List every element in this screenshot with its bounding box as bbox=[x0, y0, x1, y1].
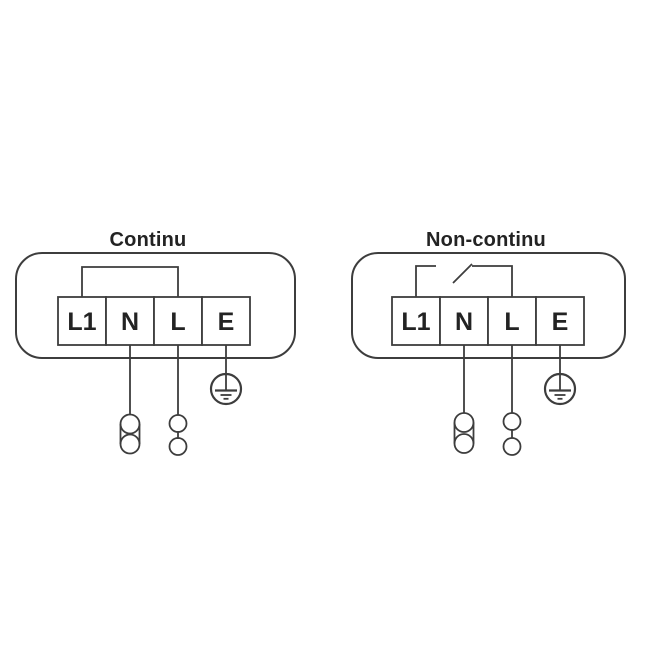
terminal-box-n bbox=[439, 296, 489, 346]
device-body-outline bbox=[351, 252, 626, 359]
terminal-label-n: N bbox=[455, 308, 473, 336]
terminal-label-e: E bbox=[552, 308, 569, 336]
live-connector-icon bbox=[168, 414, 188, 456]
neutral-connector-icon bbox=[453, 412, 475, 454]
live-connector-icon bbox=[502, 412, 522, 456]
device-body-outline bbox=[15, 252, 296, 359]
non-continu-diagram: Non-continu L1 N L E bbox=[351, 229, 626, 456]
protective-earth-icon bbox=[209, 372, 243, 406]
protective-earth-icon bbox=[543, 372, 577, 406]
non-continu-title: Non-continu bbox=[426, 229, 546, 251]
terminal-label-l: L bbox=[170, 308, 185, 336]
terminal-label-l: L bbox=[504, 308, 519, 336]
terminal-label-l1: L1 bbox=[67, 308, 96, 336]
terminal-box-l1 bbox=[57, 296, 107, 346]
switch-blade-icon bbox=[452, 263, 473, 284]
neutral-connector-icon bbox=[119, 413, 141, 455]
terminal-label-e: E bbox=[218, 308, 235, 336]
continu-diagram: Continu L1 N L E bbox=[15, 229, 296, 456]
jumper-wire-switched bbox=[415, 263, 513, 297]
terminal-box-e bbox=[201, 296, 251, 346]
jumper-wire-closed bbox=[81, 266, 179, 297]
continu-title: Continu bbox=[110, 229, 187, 251]
terminal-box-l1 bbox=[391, 296, 441, 346]
terminal-box-l bbox=[487, 296, 537, 346]
terminal-label-l1: L1 bbox=[401, 308, 430, 336]
terminal-label-n: N bbox=[121, 308, 139, 336]
